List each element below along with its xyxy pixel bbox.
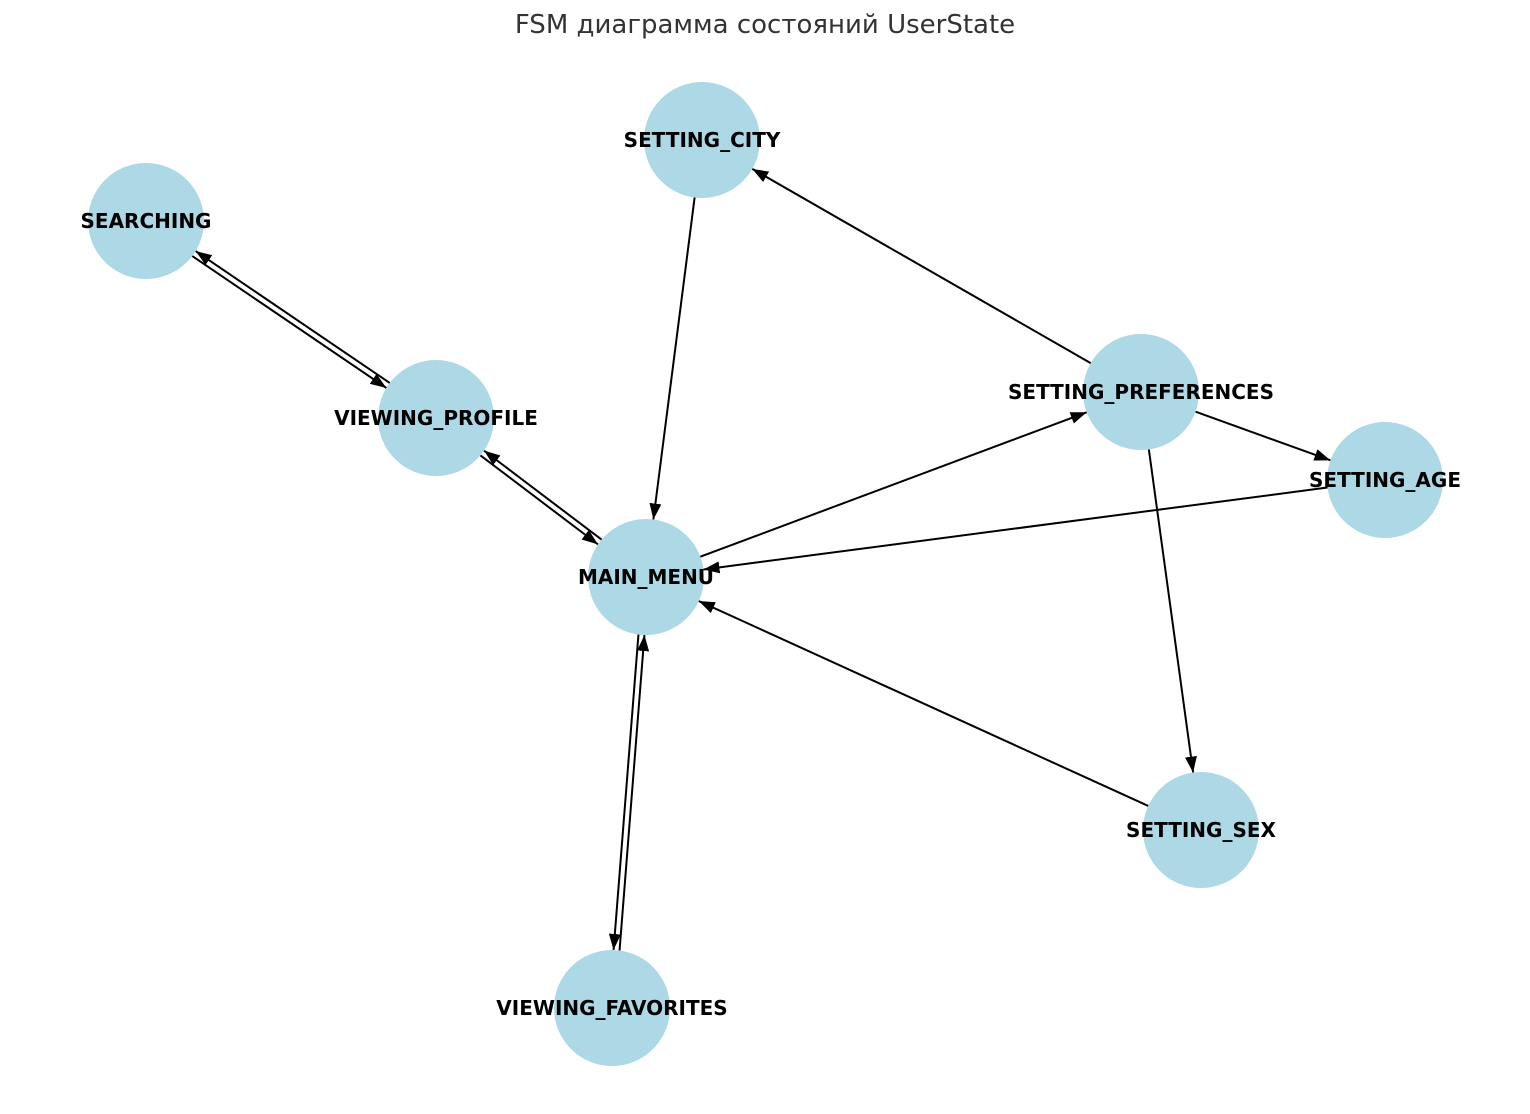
state-label-setting_age: SETTING_AGE	[1309, 468, 1461, 492]
nodes-layer: SEARCHING SETTING_CITY VIEWING_PROFILE SETT…	[81, 82, 1461, 1066]
edge-setting_city-to-main_menu	[649, 197, 696, 520]
edge-searching-to-viewing_profile	[191, 255, 387, 389]
state-circle-viewing_profile	[378, 360, 494, 476]
diagram-title: FSM диаграмма состояний UserState	[514, 10, 1016, 40]
state-circle-searching	[88, 163, 204, 279]
state-node-viewing_favorites: VIEWING_FAVORITES	[496, 950, 728, 1066]
state-circle-setting_preferences	[1083, 334, 1199, 450]
state-label-setting_sex: SETTING_SEX	[1126, 818, 1276, 842]
edge-main_menu-to-viewing_favorites	[608, 634, 640, 951]
state-circle-setting_sex	[1143, 772, 1259, 888]
state-node-viewing_profile: VIEWING_PROFILE	[334, 360, 538, 476]
state-circle-main_menu	[588, 519, 704, 635]
state-node-searching: SEARCHING	[81, 163, 212, 279]
state-label-viewing_favorites: VIEWING_FAVORITES	[496, 996, 727, 1020]
state-label-main_menu: MAIN_MENU	[578, 565, 714, 589]
state-node-setting_city: SETTING_CITY	[624, 82, 781, 198]
state-label-setting_preferences: SETTING_PREFERENCES	[1008, 380, 1274, 404]
edge-setting_preferences-to-setting_sex	[1147, 449, 1197, 773]
state-label-setting_city: SETTING_CITY	[624, 128, 781, 152]
edge-setting_preferences-to-setting_age	[1195, 410, 1331, 462]
state-node-setting_preferences: SETTING_PREFERENCES	[1008, 334, 1274, 450]
edges-layer	[191, 168, 1331, 951]
edge-viewing_profile-to-main_menu	[479, 454, 599, 546]
edge-viewing_favorites-to-main_menu	[618, 634, 650, 951]
state-circle-setting_city	[644, 82, 760, 198]
state-circle-viewing_favorites	[554, 950, 670, 1066]
edge-setting_preferences-to-setting_city	[751, 168, 1092, 364]
state-label-viewing_profile: VIEWING_PROFILE	[334, 406, 538, 430]
edge-setting_sex-to-main_menu	[698, 600, 1149, 807]
edge-viewing_profile-to-searching	[195, 250, 391, 384]
state-circle-setting_age	[1327, 422, 1443, 538]
state-node-setting_age: SETTING_AGE	[1309, 422, 1461, 538]
edge-main_menu-to-viewing_profile	[483, 449, 603, 541]
state-node-main_menu: MAIN_MENU	[578, 519, 714, 635]
edge-main_menu-to-setting_preferences	[699, 411, 1088, 558]
state-node-setting_sex: SETTING_SEX	[1126, 772, 1277, 888]
state-label-searching: SEARCHING	[81, 209, 212, 233]
edge-setting_age-to-main_menu	[703, 486, 1328, 574]
